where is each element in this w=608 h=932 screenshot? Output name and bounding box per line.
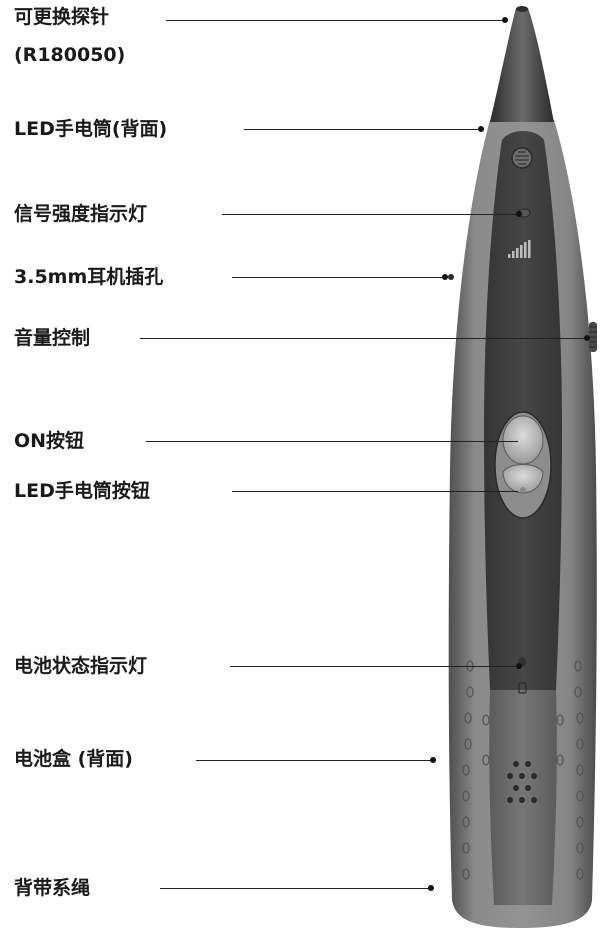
flashlight-button	[502, 464, 544, 494]
label-probe-line1: 可更换探针	[14, 6, 110, 28]
leader-dot-volume-control	[584, 335, 590, 341]
label-signal-indicator: 信号强度指示灯	[14, 203, 148, 225]
probe-tip	[490, 8, 554, 122]
label-led-flashlight: LED手电筒(背面)	[14, 118, 168, 140]
probe-tip-end	[516, 6, 528, 12]
front-panel	[484, 131, 562, 690]
on-button	[502, 415, 544, 465]
label-battery-indicator: 电池状态指示灯	[14, 655, 148, 677]
leader-dot-led-flashlight	[478, 126, 484, 132]
headphone-jack	[448, 274, 454, 280]
leader-dot-battery-indicator	[516, 663, 522, 669]
leader-battery-indicator	[230, 666, 518, 667]
leader-dot-strap	[428, 885, 434, 891]
leader-signal-indicator	[222, 214, 518, 215]
grip-dimples	[462, 660, 584, 880]
label-on-button: ON按钮	[14, 430, 85, 452]
battery-led-symbol	[518, 682, 527, 694]
leader-probe	[166, 20, 502, 21]
label-led-button: LED手电筒按钮	[14, 480, 150, 502]
label-strap: 背带系绳	[14, 877, 91, 899]
signal-bars-icon	[508, 240, 531, 258]
leader-led-flashlight	[244, 129, 480, 130]
led-flashlight-lens	[511, 147, 533, 169]
label-battery-box: 电池盒 (背面)	[14, 748, 133, 770]
leader-dot-signal-indicator	[516, 211, 522, 217]
leader-dot-probe	[502, 17, 508, 23]
label-headphone-jack: 3.5mm耳机插孔	[14, 266, 164, 288]
leader-headphone-jack	[232, 277, 444, 278]
leader-on-button	[146, 441, 518, 442]
leader-dot-battery-box	[430, 757, 436, 763]
label-volume-control: 音量控制	[14, 327, 91, 349]
leader-dot-headphone-jack	[442, 274, 448, 280]
leader-volume-control	[140, 338, 586, 339]
leader-strap	[160, 888, 430, 889]
speaker-grille	[507, 761, 537, 803]
label-probe: 可更换探针 (R180050)	[14, 4, 125, 68]
leader-led-button	[232, 491, 518, 492]
leader-battery-box	[196, 760, 432, 761]
label-probe-line2: (R180050)	[14, 44, 126, 66]
